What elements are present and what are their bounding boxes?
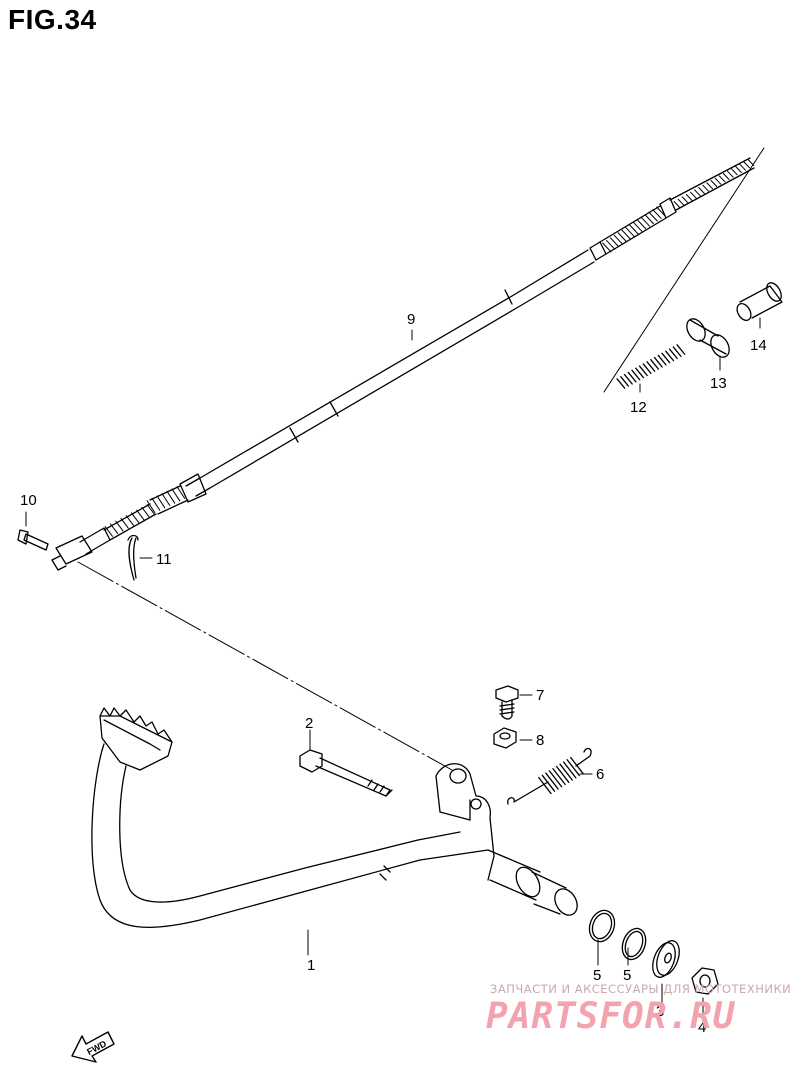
callout-13: 13: [710, 375, 727, 392]
nut-4: [691, 967, 719, 995]
callout-5b: 5: [623, 967, 631, 984]
pivot-bolt-2: [299, 749, 393, 797]
leader-lines: [25, 147, 765, 1017]
callout-2: 2: [305, 715, 313, 732]
callout-3: 3: [656, 1003, 664, 1020]
pin-10: [17, 529, 49, 551]
callout-11: 11: [156, 551, 172, 568]
cable-coil-marks: [104, 159, 755, 537]
watermark: ЗАПЧАСТИ И АКСЕССУАРЫ ДЛЯ МОТОТЕХНИКИ PA…: [486, 982, 791, 1037]
o-ring-5a: [588, 909, 616, 943]
callout-12: 12: [630, 399, 647, 416]
brake-cable: [51, 157, 755, 571]
watermark-tagline: ЗАПЧАСТИ И АКСЕССУАРЫ ДЛЯ МОТОТЕХНИКИ: [490, 982, 791, 996]
spring-12: [616, 344, 686, 389]
fwd-arrow-icon: [71, 1031, 115, 1063]
callout-4: 4: [698, 1019, 706, 1036]
callout-14: 14: [750, 337, 767, 354]
callout-numbers: 1 2 3 4 5 5 6 7 8 9 10 11 12 13 14: [20, 311, 767, 1036]
callout-8: 8: [536, 732, 544, 749]
cotter-pin-11: [127, 534, 139, 581]
bolt-7: [495, 685, 519, 720]
callout-7: 7: [536, 687, 544, 704]
watermark-logo: PARTSFOR.RU: [486, 996, 736, 1037]
callout-1: 1: [307, 957, 315, 974]
nut-8: [493, 727, 517, 749]
callout-10: 10: [20, 492, 37, 509]
joint-13: [686, 318, 730, 358]
o-ring-5b: [621, 927, 647, 961]
callout-5a: 5: [593, 967, 601, 984]
callout-9: 9: [407, 311, 415, 328]
return-spring-6: [507, 747, 592, 805]
return-spring-coils: [538, 756, 584, 795]
callout-6: 6: [596, 766, 604, 783]
washer-3: [652, 940, 680, 978]
brake-pedal-1: [91, 707, 578, 928]
pin-14: [736, 282, 783, 322]
figure-title: FIG.34: [8, 4, 97, 35]
